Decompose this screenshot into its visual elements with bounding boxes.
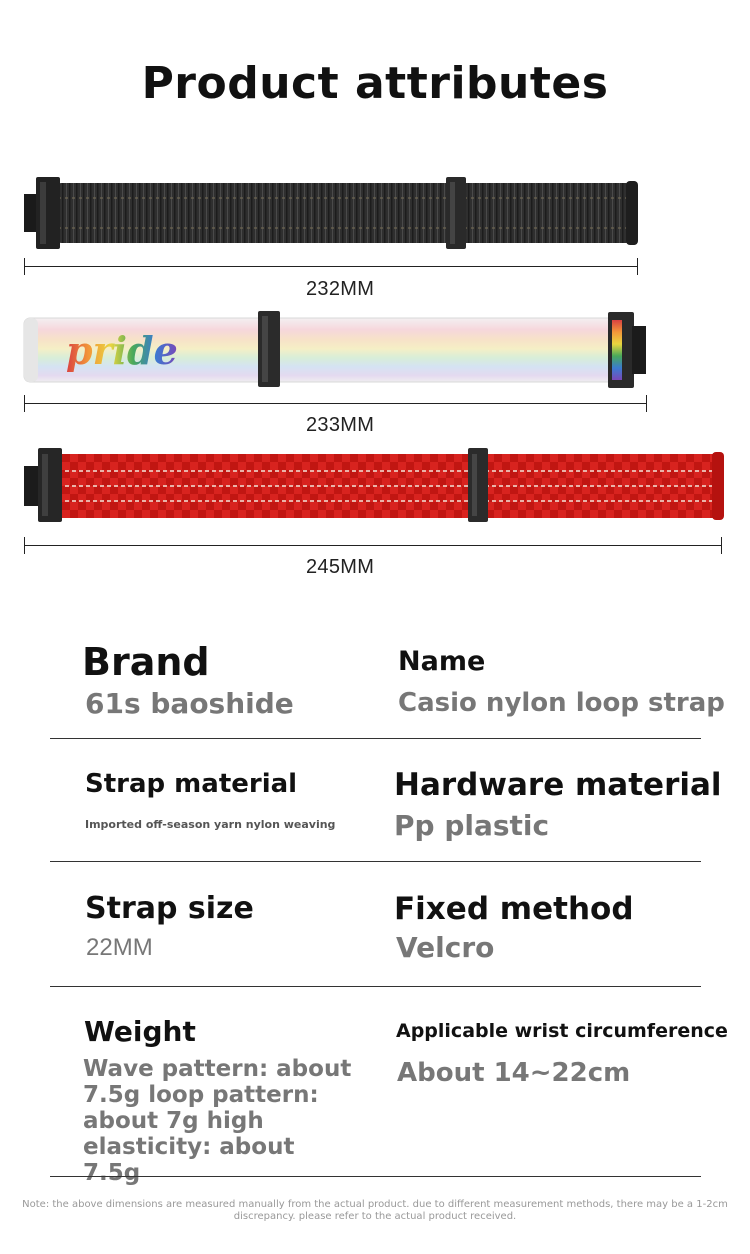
dimension-label-2: 233MM xyxy=(306,414,375,436)
divider-4 xyxy=(50,1176,701,1177)
strap-size-value: 22MM xyxy=(86,934,153,961)
wrist-circumference-label: Applicable wrist circumference xyxy=(396,1020,728,1042)
divider-3 xyxy=(50,986,701,987)
wrist-circumference-value: About 14~22cm xyxy=(397,1058,631,1088)
dimension-label-3: 245MM xyxy=(306,556,375,578)
dimension-line-3 xyxy=(24,537,722,554)
brand-label: Brand xyxy=(82,640,210,684)
name-label: Name xyxy=(398,646,486,677)
strap-size-label: Strap size xyxy=(85,891,254,926)
hardware-material-value: Pp plastic xyxy=(394,809,550,842)
strap-material-value: Imported off-season yarn nylon weaving xyxy=(85,818,336,831)
strap-material-label: Strap material xyxy=(85,769,298,799)
measurement-note: Note: the above dimensions are measured … xyxy=(22,1199,728,1222)
weight-value: Wave pattern: about 7.5g loop pattern: a… xyxy=(83,1056,352,1186)
fixed-method-label: Fixed method xyxy=(394,891,634,927)
dimension-label-1: 232MM xyxy=(306,278,375,300)
brand-value: 61s baoshide xyxy=(85,687,294,720)
dimension-line-2 xyxy=(24,395,647,412)
fixed-method-value: Velcro xyxy=(396,931,495,964)
hardware-material-label: Hardware material xyxy=(394,767,722,803)
strap-black-image xyxy=(22,176,642,252)
page-title: Product attributes xyxy=(141,58,609,109)
divider-1 xyxy=(50,738,701,739)
svg-text:pride: pride xyxy=(66,328,178,373)
divider-2 xyxy=(50,861,701,862)
strap-red-image xyxy=(22,446,726,526)
name-value: Casio nylon loop strap xyxy=(398,688,725,718)
weight-label: Weight xyxy=(84,1015,196,1048)
dimension-line-1 xyxy=(24,258,638,275)
strap-pride-image: pride xyxy=(22,310,650,390)
